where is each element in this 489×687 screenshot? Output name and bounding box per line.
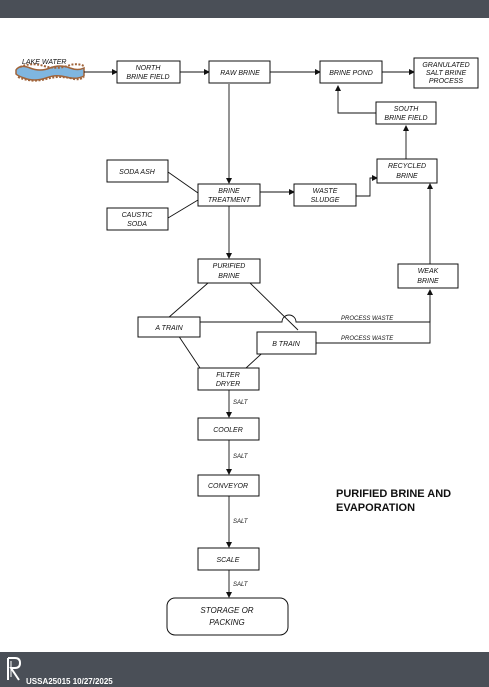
node-scale: SCALE xyxy=(197,547,260,571)
svg-text:GRANULATED: GRANULATED xyxy=(422,62,469,69)
svg-text:SOUTH: SOUTH xyxy=(394,106,419,113)
node-recycled-brine: RECYCLED BRINE xyxy=(376,158,438,184)
lake-water-icon xyxy=(15,63,85,82)
svg-text:BRINE: BRINE xyxy=(396,173,418,180)
svg-text:A TRAIN: A TRAIN xyxy=(154,325,183,332)
svg-text:WEAK: WEAK xyxy=(418,268,439,275)
svg-text:FILTER: FILTER xyxy=(216,372,240,379)
edge-label-salt-1: SALT xyxy=(233,400,249,406)
node-a-train: A TRAIN xyxy=(137,316,201,338)
edge-label-process-waste-b: PROCESS WASTE xyxy=(341,336,394,342)
node-soda-ash: SODA ASH xyxy=(106,159,169,183)
node-brine-pond: BRINE POND xyxy=(319,60,383,84)
edge-label-salt-2: SALT xyxy=(233,454,249,460)
edge-label-salt-3: SALT xyxy=(233,519,249,525)
footer-id: USSA25015 10/27/2025 xyxy=(26,677,113,686)
node-cooler: COOLER xyxy=(197,417,260,441)
node-filter-dryer: FILTER DRYER xyxy=(197,367,260,391)
svg-text:WASTE: WASTE xyxy=(313,188,338,195)
lake-water-label: LAKE WATER xyxy=(22,59,66,66)
node-purified-brine: PURIFIED BRINE xyxy=(197,258,261,284)
svg-text:PURIFIED: PURIFIED xyxy=(213,263,246,270)
svg-text:RECYCLED: RECYCLED xyxy=(388,163,426,170)
node-granulated-salt-brine-process: GRANULATED SALT BRINE PROCESS xyxy=(413,57,479,89)
node-b-train: B TRAIN xyxy=(256,331,317,355)
svg-text:SALT BRINE: SALT BRINE xyxy=(426,70,467,77)
svg-text:BRINE FIELD: BRINE FIELD xyxy=(126,74,169,81)
svg-text:SLUDGE: SLUDGE xyxy=(311,197,340,204)
edge-label-salt-4: SALT xyxy=(233,582,249,588)
svg-text:RAW BRINE: RAW BRINE xyxy=(220,70,260,77)
connectors xyxy=(84,69,433,598)
svg-text:CAUSTIC: CAUSTIC xyxy=(122,212,154,219)
diagram-title: PURIFIED BRINE AND EVAPORATION xyxy=(336,488,452,514)
svg-text:PACKING: PACKING xyxy=(209,618,244,627)
svg-text:SCALE: SCALE xyxy=(217,557,240,564)
svg-text:SODA ASH: SODA ASH xyxy=(119,169,156,176)
svg-text:CONVEYOR: CONVEYOR xyxy=(208,483,248,490)
footer-bar xyxy=(0,652,489,687)
svg-text:BRINE POND: BRINE POND xyxy=(329,70,373,77)
svg-text:STORAGE OR: STORAGE OR xyxy=(200,606,253,615)
svg-text:TREATMENT: TREATMENT xyxy=(208,197,251,204)
top-bar xyxy=(0,0,489,18)
svg-text:BRINE: BRINE xyxy=(218,273,240,280)
company-logo-icon xyxy=(7,657,22,681)
node-raw-brine: RAW BRINE xyxy=(208,60,271,84)
node-weak-brine: WEAK BRINE xyxy=(397,263,459,289)
svg-text:COOLER: COOLER xyxy=(213,427,243,434)
node-storage-or-packing: STORAGE OR PACKING xyxy=(166,597,289,636)
svg-text:NORTH: NORTH xyxy=(136,65,162,72)
svg-text:SODA: SODA xyxy=(127,221,147,228)
node-waste-sludge: WASTE SLUDGE xyxy=(293,183,357,207)
svg-text:DRYER: DRYER xyxy=(216,381,240,388)
svg-text:B TRAIN: B TRAIN xyxy=(272,341,301,348)
svg-text:BRINE FIELD: BRINE FIELD xyxy=(384,115,427,122)
svg-text:BRINE: BRINE xyxy=(417,278,439,285)
node-conveyor: CONVEYOR xyxy=(197,474,260,497)
svg-text:PROCESS: PROCESS xyxy=(429,78,464,85)
svg-text:BRINE: BRINE xyxy=(218,188,240,195)
node-caustic-soda: CAUSTIC SODA xyxy=(106,207,169,231)
node-north-brine-field: NORTH BRINE FIELD xyxy=(116,60,181,84)
node-brine-treatment: BRINE TREATMENT xyxy=(197,183,261,207)
node-south-brine-field: SOUTH BRINE FIELD xyxy=(375,101,437,125)
edge-label-process-waste-a: PROCESS WASTE xyxy=(341,316,394,322)
